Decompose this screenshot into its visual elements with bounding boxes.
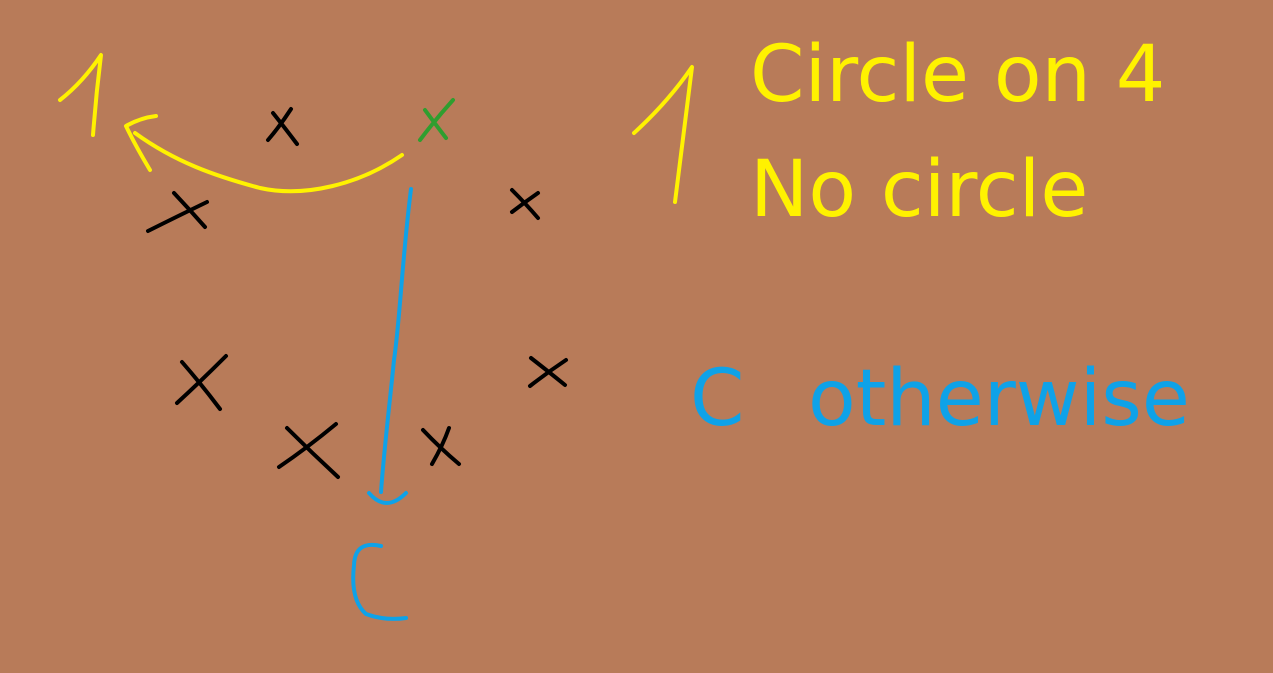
x-mark-5 <box>528 356 568 388</box>
legend-circle-on-4: Circle on 4 <box>750 30 1166 120</box>
legend-c-symbol: C <box>690 354 745 444</box>
yellow-bracket-one <box>632 65 694 204</box>
x-mark-3 <box>510 188 540 220</box>
x-mark-1 <box>266 107 299 146</box>
yellow-arrow <box>124 114 404 194</box>
x-mark-7 <box>421 426 461 466</box>
x-mark-2 <box>146 191 209 233</box>
blue-arrow <box>367 187 413 505</box>
x-mark-6 <box>277 422 340 479</box>
legend-otherwise-text: otherwise <box>808 354 1190 444</box>
blue-c-target <box>351 542 408 621</box>
yellow-one-left <box>58 53 103 137</box>
origin-x-mark <box>418 98 455 142</box>
legend-no-circle: No circle <box>750 145 1089 235</box>
x-mark-4 <box>175 354 228 411</box>
